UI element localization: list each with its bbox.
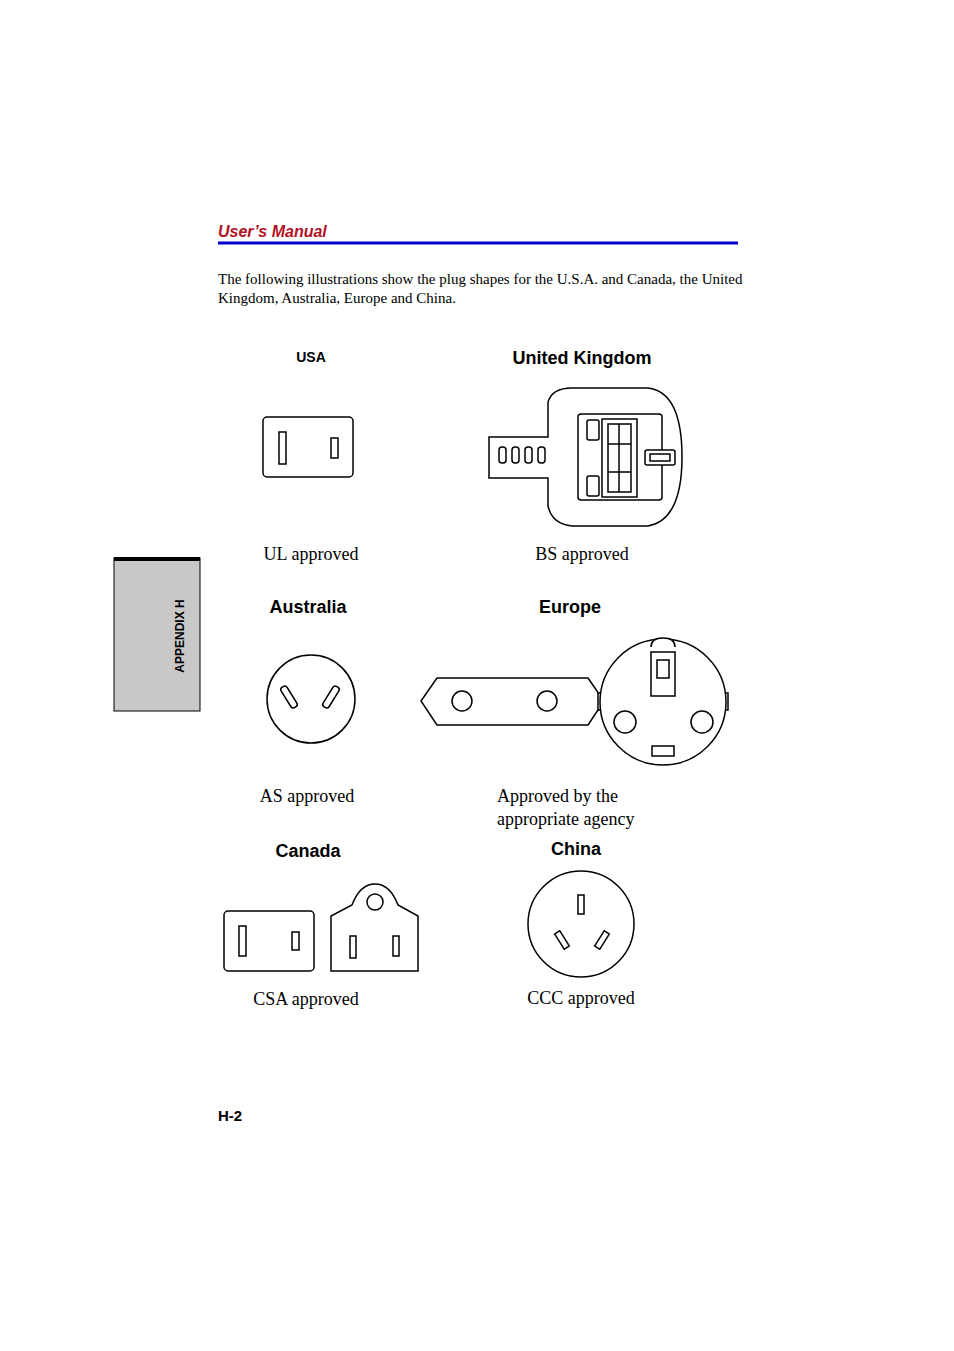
australia-plug xyxy=(267,655,355,743)
approval-note: Approved by the appropriate agency xyxy=(497,785,662,831)
appendix-tab xyxy=(114,558,200,711)
intro-text: The following illustrations show the plu… xyxy=(218,270,743,308)
plug-heading: China xyxy=(551,838,601,860)
china-plug xyxy=(528,871,634,977)
europe-flat-plug xyxy=(421,678,604,725)
approval-note: CCC approved xyxy=(527,987,635,1009)
canada-plug-3pin xyxy=(331,884,418,971)
europe-schuko-plug xyxy=(598,638,728,765)
plug-heading: Australia xyxy=(269,596,346,618)
approval-note: AS approved xyxy=(260,785,354,807)
header-rule xyxy=(218,242,738,245)
page-number: H-2 xyxy=(218,1107,242,1125)
usa-plug xyxy=(263,417,353,477)
plug-heading: Canada xyxy=(275,840,340,862)
approval-note: BS approved xyxy=(535,543,629,565)
approval-note: CSA approved xyxy=(253,988,359,1010)
approval-note: UL approved xyxy=(264,543,359,565)
plug-heading: USA xyxy=(296,349,326,366)
appendix-tab-label: APPENDIX H xyxy=(173,599,187,672)
uk-plug xyxy=(489,388,682,526)
running-header: User’s Manual xyxy=(218,222,327,241)
tab-top-rule xyxy=(114,557,200,561)
plug-heading: Europe xyxy=(539,596,601,618)
canada-plug-2pin xyxy=(224,911,314,971)
plug-heading: United Kingdom xyxy=(513,347,652,369)
